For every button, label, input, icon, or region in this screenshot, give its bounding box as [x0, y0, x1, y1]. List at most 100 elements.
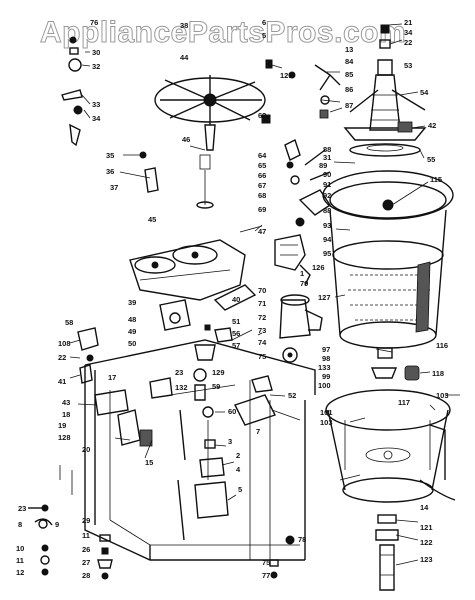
- transmission: [129, 225, 263, 343]
- part-label: 77: [262, 571, 270, 580]
- part-label: 12: [16, 568, 24, 577]
- part-label: 9: [55, 520, 59, 529]
- part-label: 129: [212, 368, 225, 377]
- part-label: 75: [258, 352, 266, 361]
- part-label: 73: [258, 326, 266, 335]
- part-label: 26: [82, 545, 90, 554]
- part-label: 87: [345, 101, 353, 110]
- part-label: 103: [320, 418, 333, 427]
- agitator-assembly: [343, 24, 427, 157]
- part-label: 115: [430, 175, 442, 184]
- part-label: 20: [82, 445, 90, 454]
- part-label: 19: [58, 421, 66, 430]
- part-label: 53: [404, 61, 412, 70]
- part-label: 122: [420, 538, 433, 547]
- part-label: 7: [256, 427, 260, 436]
- part-label: 1: [300, 269, 304, 278]
- part-label: 125: [280, 71, 293, 80]
- part-label: 22: [404, 38, 412, 47]
- part-label: 91: [323, 180, 331, 189]
- part-label: 126: [312, 263, 325, 272]
- part-label: 55: [427, 155, 435, 164]
- part-label: 117: [398, 398, 410, 407]
- part-label: 118: [432, 369, 444, 378]
- part-label: 75: [262, 558, 270, 567]
- outer-tub-and-basket: [322, 170, 454, 349]
- part-label: 34: [404, 28, 413, 37]
- center-small-parts: [261, 59, 341, 286]
- part-label: 3: [228, 437, 232, 446]
- part-label: 93: [323, 221, 331, 230]
- part-label: 45: [148, 215, 156, 224]
- part-label: 94: [323, 235, 332, 244]
- part-label: 23: [18, 504, 26, 513]
- part-label: 84: [345, 57, 354, 66]
- part-label: 88: [323, 206, 331, 215]
- leader-lines: [69, 23, 460, 566]
- part-label: 60: [228, 407, 236, 416]
- part-label: 43: [62, 398, 70, 407]
- part-label: 100: [318, 381, 331, 390]
- part-label: 76: [90, 18, 98, 27]
- part-label: 39: [128, 298, 136, 307]
- part-label: 90: [323, 170, 331, 179]
- part-label: 71: [258, 299, 266, 308]
- part-label: 41: [58, 377, 66, 386]
- part-label: 101: [320, 408, 333, 417]
- part-label: 47: [258, 227, 266, 236]
- part-label: 99: [322, 372, 330, 381]
- cabinet-internal-parts: [77, 327, 276, 541]
- part-label: 18: [62, 410, 70, 419]
- part-label: 36: [106, 167, 114, 176]
- part-label: 95: [323, 249, 331, 258]
- part-label: 32: [92, 62, 100, 71]
- part-label: 34: [92, 114, 101, 123]
- part-label: 70: [258, 286, 266, 295]
- part-label: 58: [65, 318, 73, 327]
- tub-base-assembly: [325, 347, 456, 591]
- part-label: 15: [145, 458, 153, 467]
- part-label: 103: [436, 391, 449, 400]
- part-label: 85: [345, 70, 353, 79]
- part-label: 97: [322, 345, 330, 354]
- part-label: 72: [258, 313, 266, 322]
- part-label: 14: [420, 503, 429, 512]
- part-label: 128: [58, 433, 71, 442]
- drive-pulley: [154, 75, 266, 209]
- part-label: 63: [258, 111, 266, 120]
- watermark-text: AppliancePartsPros.com: [40, 16, 406, 49]
- part-label: 66: [258, 171, 266, 180]
- part-label: 133: [318, 363, 331, 372]
- part-label: 52: [288, 391, 296, 400]
- part-label: 35: [106, 151, 114, 160]
- part-label: 68: [258, 191, 266, 200]
- part-label: 89: [319, 161, 327, 170]
- part-label: 2: [236, 451, 240, 460]
- part-label: 127: [318, 293, 331, 302]
- part-label: 121: [420, 523, 433, 532]
- part-label: 6: [262, 18, 266, 27]
- part-label: 17: [108, 373, 116, 382]
- part-label: 4: [236, 465, 241, 474]
- motor: [279, 294, 323, 363]
- part-label: 54: [420, 88, 429, 97]
- part-label: 86: [345, 85, 353, 94]
- part-label: 57: [232, 341, 240, 350]
- part-label: 74: [258, 338, 267, 347]
- part-label: 123: [420, 555, 433, 564]
- part-label: 29: [82, 516, 90, 525]
- part-label: 48: [128, 315, 136, 324]
- part-label: 108: [58, 339, 71, 348]
- part-label: 37: [110, 183, 118, 192]
- part-label: 38: [180, 21, 188, 30]
- part-label: 69: [258, 205, 266, 214]
- part-label: 132: [175, 383, 188, 392]
- part-label: 65: [258, 161, 266, 170]
- part-label: 27: [82, 558, 90, 567]
- part-label: 50: [128, 339, 136, 348]
- part-label: 22: [58, 353, 66, 362]
- part-label: 11: [82, 531, 90, 540]
- part-label: 28: [82, 571, 90, 580]
- part-label: 21: [404, 18, 412, 27]
